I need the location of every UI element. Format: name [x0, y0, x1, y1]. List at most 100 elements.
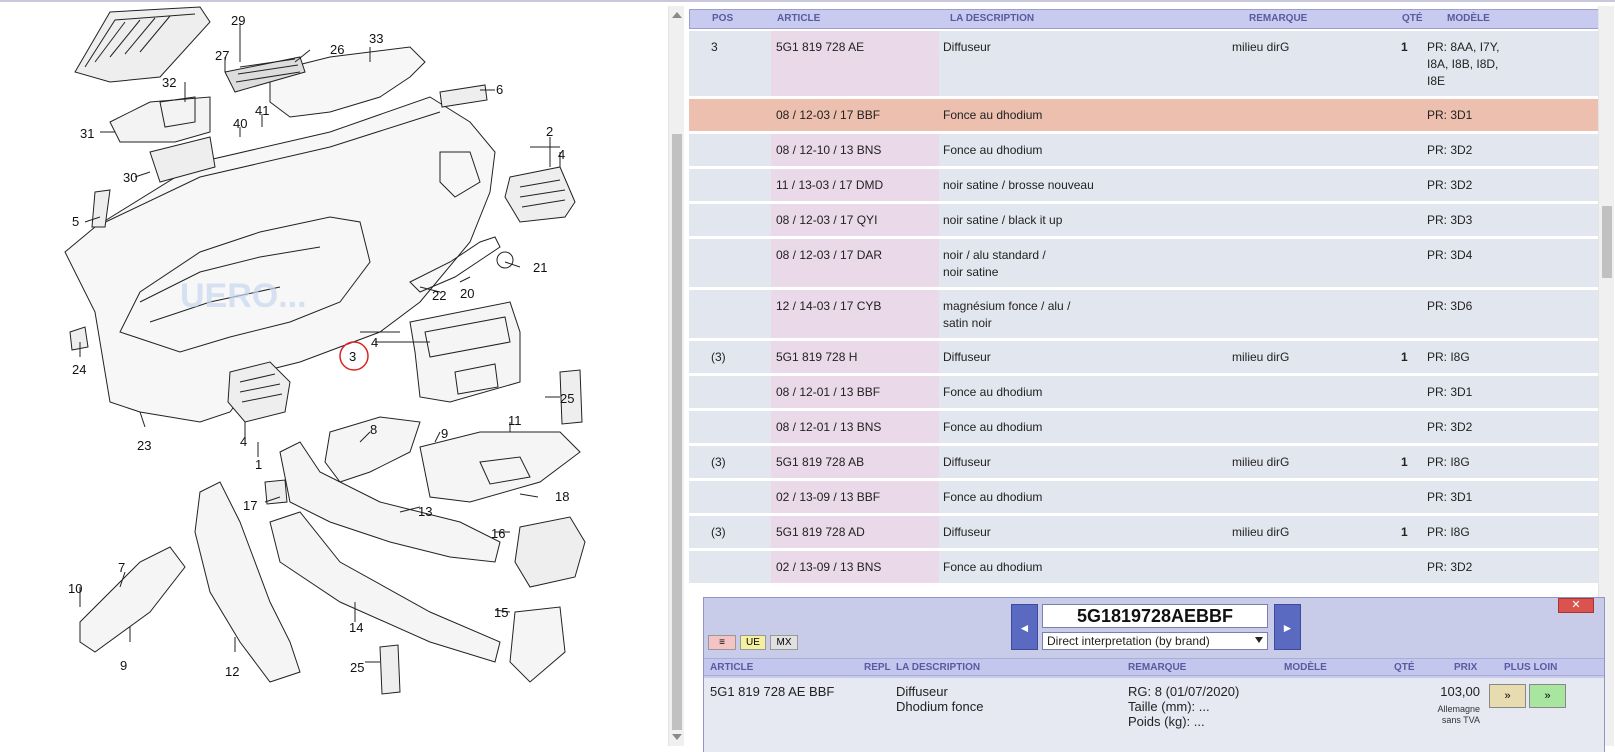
col-remark[interactable]: REMARQUE — [1249, 13, 1308, 24]
callout-1[interactable]: 1 — [255, 457, 262, 472]
callout-40[interactable]: 40 — [233, 116, 247, 131]
prev-button[interactable]: ◄ — [1011, 604, 1038, 650]
callout-24[interactable]: 24 — [72, 362, 86, 377]
row-article[interactable]: 08 / 12-03 / 17 DAR — [776, 248, 883, 262]
diagram-scrollbar[interactable] — [668, 6, 684, 746]
detail-article[interactable]: 5G1 819 728 AE BBF — [710, 684, 835, 699]
callout-9-low[interactable]: 9 — [120, 658, 127, 673]
part-code-display[interactable]: 5G1819728AEBBF — [1042, 604, 1268, 628]
callout-14[interactable]: 14 — [349, 620, 363, 635]
row-article[interactable]: 08 / 12-03 / 17 QYI — [776, 213, 878, 227]
tag-ue[interactable]: UE — [740, 635, 766, 650]
callout-8[interactable]: 8 — [370, 422, 377, 437]
next-button[interactable]: ► — [1274, 604, 1301, 650]
row-pos: 3 — [711, 40, 718, 54]
callout-13[interactable]: 13 — [418, 504, 432, 519]
row-article[interactable]: 02 / 13-09 / 13 BBF — [776, 490, 881, 504]
callout-4-top[interactable]: 4 — [558, 147, 565, 162]
row-model: PR: 3D1 — [1427, 108, 1473, 122]
row-model: PR: I8G — [1427, 525, 1470, 539]
row-article[interactable]: 12 / 14-03 / 17 CYB — [776, 299, 882, 313]
more-button-1[interactable]: » — [1489, 684, 1526, 708]
callout-41[interactable]: 41 — [255, 103, 269, 118]
scroll-down-icon[interactable] — [672, 734, 682, 740]
col-description[interactable]: LA DESCRIPTION — [950, 13, 1035, 24]
row-article[interactable]: 02 / 13-09 / 13 BNS — [776, 560, 882, 574]
callout-18[interactable]: 18 — [555, 489, 569, 504]
row-description: Diffuseur — [943, 40, 991, 54]
scroll-up-icon[interactable] — [672, 12, 682, 18]
callout-6[interactable]: 6 — [496, 82, 503, 97]
row-article[interactable]: 5G1 819 728 AE — [776, 40, 865, 54]
row-article[interactable]: 08 / 12-10 / 13 BNS — [776, 143, 882, 157]
row-article[interactable]: 5G1 819 728 AB — [776, 455, 865, 469]
callout-25-low[interactable]: 25 — [350, 660, 364, 675]
callout-3[interactable]: 3 — [349, 349, 356, 364]
callout-4-low[interactable]: 4 — [240, 434, 247, 449]
callout-30[interactable]: 30 — [123, 170, 137, 185]
interpretation-select[interactable]: Direct interpretation (by brand) — [1042, 632, 1268, 650]
row-article[interactable]: 08 / 12-01 / 13 BBF — [776, 385, 881, 399]
callout-29[interactable]: 29 — [231, 13, 245, 28]
row-article[interactable]: 11 / 13-03 / 17 DMD — [776, 178, 884, 192]
tag-mx[interactable]: MX — [770, 635, 798, 650]
table-row[interactable]: 08 / 12-01 / 13 BNS Fonce au dhodium PR: 3… — [689, 411, 1599, 446]
callout-25-top[interactable]: 25 — [560, 391, 574, 406]
col-article[interactable]: ARTICLE — [777, 13, 821, 24]
callout-7[interactable]: 7 — [118, 560, 125, 575]
menu-tag-icon[interactable]: ≡ — [708, 635, 736, 650]
row-article[interactable]: 5G1 819 728 AD — [776, 525, 865, 539]
callout-33[interactable]: 33 — [369, 31, 383, 46]
row-article[interactable]: 08 / 12-01 / 13 BNS — [776, 420, 882, 434]
callout-10[interactable]: 10 — [68, 581, 82, 596]
callout-5[interactable]: 5 — [72, 214, 79, 229]
callout-27[interactable]: 27 — [215, 48, 229, 63]
detail-col-qty: QTÉ — [1394, 662, 1415, 673]
row-pos: (3) — [711, 525, 726, 539]
part-detail-popup: ✕ ◄ 5G1819728AEBBF Direct interpretation… — [703, 597, 1605, 752]
callout-15[interactable]: 15 — [494, 605, 508, 620]
callout-9-mid[interactable]: 9 — [441, 426, 448, 441]
callout-12[interactable]: 12 — [225, 664, 239, 679]
article-cell-bg — [771, 134, 939, 166]
callout-4-mid[interactable]: 4 — [371, 335, 378, 350]
callout-17[interactable]: 17 — [243, 498, 257, 513]
row-model: PR: 3D2 — [1427, 420, 1473, 434]
callout-23[interactable]: 23 — [137, 438, 151, 453]
row-article[interactable]: 08 / 12-03 / 17 BBF — [776, 108, 881, 122]
col-pos[interactable]: POS — [712, 13, 734, 24]
scrollbar-thumb[interactable] — [672, 134, 682, 730]
col-model[interactable]: MODÈLE — [1447, 13, 1490, 24]
callout-32[interactable]: 32 — [162, 75, 176, 90]
callout-31[interactable]: 31 — [80, 126, 94, 141]
more-button-2[interactable]: » — [1529, 684, 1566, 708]
detail-col-remark: REMARQUE — [1128, 662, 1187, 673]
callout-26[interactable]: 26 — [330, 42, 344, 57]
col-qty[interactable]: QTÉ — [1402, 13, 1423, 24]
callout-20[interactable]: 20 — [460, 286, 474, 301]
parts-diagram[interactable]: UERO... 29 27 26 33 32 6 40 41 31 2 4 30… — [0, 2, 668, 747]
callout-16[interactable]: 16 — [491, 526, 505, 541]
row-description: Fonce au dhodium — [943, 420, 1043, 434]
table-scrollbar[interactable] — [1598, 6, 1614, 746]
table-scrollbar-thumb[interactable] — [1602, 206, 1612, 278]
callout-21[interactable]: 21 — [533, 260, 547, 275]
callout-11[interactable]: 11 — [508, 413, 522, 428]
callout-2[interactable]: 2 — [546, 124, 553, 139]
callout-22[interactable]: 22 — [432, 288, 446, 303]
close-button[interactable]: ✕ — [1558, 598, 1594, 613]
row-article[interactable]: 5G1 819 728 H — [776, 350, 858, 364]
